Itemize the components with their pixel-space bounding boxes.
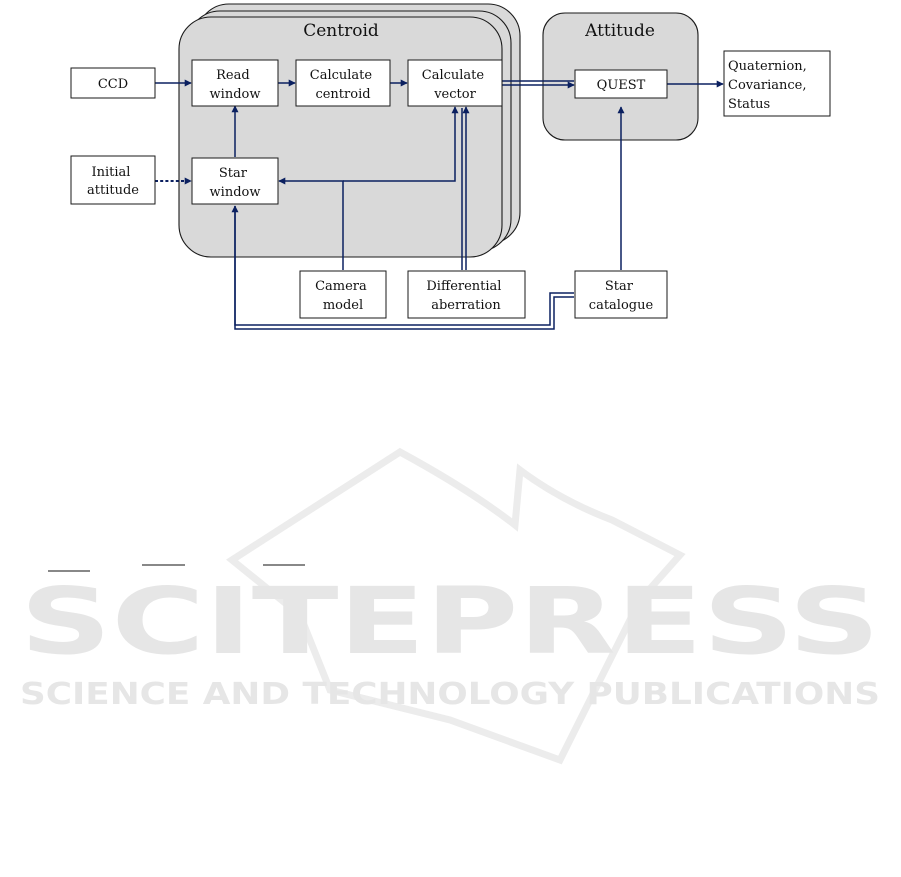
star-window-box: Star window bbox=[192, 158, 278, 204]
initial-attitude-label-line: attitude bbox=[87, 183, 139, 198]
quest-label: QUEST bbox=[597, 78, 646, 93]
ccd-label: CCD bbox=[98, 77, 128, 92]
output-label-line: Covariance, bbox=[728, 78, 806, 93]
read-window-label-line: window bbox=[210, 87, 261, 102]
centroid-group: Centroid bbox=[179, 4, 520, 257]
calculate-vector-box: Calculate vector bbox=[408, 60, 502, 106]
publisher-watermark: SCITEPRESS SCIENCE AND TECHNOLOGY PUBLIC… bbox=[20, 452, 880, 760]
calculate-vector-label-line: vector bbox=[433, 87, 476, 102]
output-label-line: Quaternion, bbox=[728, 59, 807, 74]
initial-attitude-box: Initial attitude bbox=[71, 156, 155, 204]
star-catalogue-label-line: catalogue bbox=[589, 298, 654, 313]
star-window-label-line: Star bbox=[219, 166, 248, 181]
attitude-title: Attitude bbox=[584, 21, 655, 41]
camera-model-box: Camera model bbox=[300, 271, 386, 318]
calculate-centroid-label-line: centroid bbox=[315, 87, 370, 102]
quest-box: QUEST bbox=[575, 70, 667, 98]
quest-label-line: QUEST bbox=[597, 78, 646, 93]
ccd-box: CCD bbox=[71, 68, 155, 98]
star-window-label-line: window bbox=[210, 185, 261, 200]
calculate-vector-label-line: Calculate bbox=[422, 68, 485, 83]
differential-aberration-label-line: Differential bbox=[426, 279, 501, 294]
differential-aberration-box: Differential aberration bbox=[408, 271, 525, 318]
watermark-tagline: SCIENCE AND TECHNOLOGY PUBLICATIONS bbox=[20, 677, 880, 712]
calculate-centroid-label-line: Calculate bbox=[310, 68, 373, 83]
read-window-box: Read window bbox=[192, 60, 278, 106]
centroid-panel bbox=[179, 17, 502, 257]
camera-model-label-line: model bbox=[323, 298, 363, 313]
watermark-brand: SCITEPRESS bbox=[20, 568, 880, 675]
ccd-label-line: CCD bbox=[98, 77, 128, 92]
initial-attitude-label-line: Initial bbox=[91, 165, 130, 180]
centroid-title: Centroid bbox=[303, 21, 379, 41]
output-label-line: Status bbox=[728, 97, 770, 112]
calculate-centroid-box: Calculate centroid bbox=[296, 60, 390, 106]
output-box: Quaternion, Covariance, Status bbox=[724, 51, 830, 116]
camera-model-label-line: Camera bbox=[315, 279, 367, 294]
star-catalogue-box: Star catalogue bbox=[575, 271, 667, 318]
differential-aberration-label-line: aberration bbox=[431, 298, 501, 313]
star-catalogue-label-line: Star bbox=[605, 279, 634, 294]
read-window-label-line: Read bbox=[216, 68, 250, 83]
